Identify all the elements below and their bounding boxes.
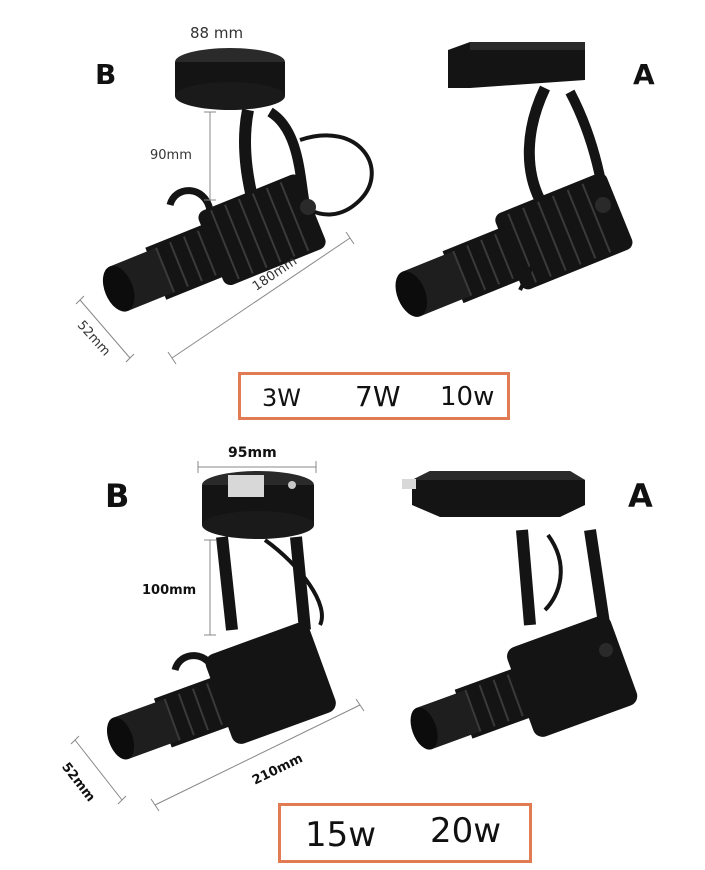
top-fixture-a xyxy=(395,42,633,317)
variant-label-a: A xyxy=(633,58,655,91)
top-panel: B A 88 mm 90mm 180mm 52mm 3W 7W 10w xyxy=(74,24,655,420)
dimension-base-width: 95mm xyxy=(228,445,277,461)
dimension-arm-height: 100mm xyxy=(142,583,197,598)
bottom-panel: B A 95mm 100mm 210mm 52mm 15w 20w xyxy=(0,435,705,870)
variant-label-a: A xyxy=(628,477,653,515)
top-dimension-lines xyxy=(75,111,355,365)
bottom-dimension-lines xyxy=(70,461,365,812)
top-product-illustration xyxy=(75,42,633,365)
wattage-options-box xyxy=(238,372,510,420)
wattage-option: 20w xyxy=(430,811,502,851)
dimension-base-width: 88 mm xyxy=(190,24,244,42)
bottom-product-illustration xyxy=(70,461,638,812)
wattage-option: 10w xyxy=(440,382,495,412)
wattage-option: 3W xyxy=(262,384,301,412)
bottom-fixture-a xyxy=(402,471,638,750)
bottom-fixture-b xyxy=(106,471,336,760)
wattage-options-box xyxy=(278,803,532,863)
wattage-option: 7W xyxy=(355,380,401,413)
variant-label-b: B xyxy=(105,477,130,515)
top-fixture-b xyxy=(102,48,374,312)
wattage-option: 15w xyxy=(305,815,377,855)
dimension-arm-height: 90mm xyxy=(150,148,192,163)
variant-label-b: B xyxy=(95,58,117,91)
